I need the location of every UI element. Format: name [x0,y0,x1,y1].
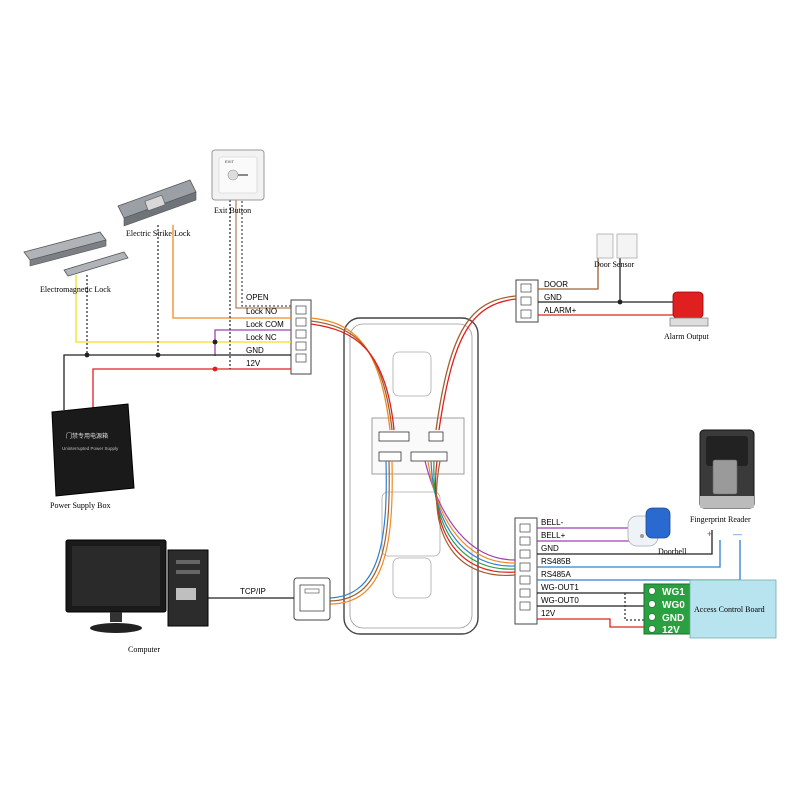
doorbell-label: Doorbell [658,547,687,556]
exit-button-device: EXIT [211,149,265,201]
fingerprint-reader-label: Fingerprint Reader [690,515,751,524]
top-right-terminal-block [515,279,539,323]
rj45-port [293,577,331,621]
computer-label: Computer [128,645,160,654]
wg-gnd-label: GND [662,613,684,624]
terminal-lock-no: Lock NO [246,307,277,316]
electric-strike-lock-label: Electric Strike Lock [126,229,190,238]
fp-minus: — [733,529,742,539]
terminal-gnd-bottom: GND [541,544,559,553]
key-icon [227,169,239,181]
power-supply-face-en: Uninterrupted Power Supply [62,446,119,451]
power-supply-box-device: 门禁专用电源箱 Uninterrupted Power Supply [51,403,135,497]
terminal-gnd-top: GND [544,293,562,302]
alarm-device [669,291,709,327]
exit-button-face-text: EXIT [225,159,234,164]
left-terminal-block [290,299,312,375]
wg-terminal-block: WG1 WG0 GND 12V [643,583,691,636]
terminal-door: DOOR [544,280,568,289]
doorbell-device [627,507,671,547]
door-sensor-device [596,233,638,259]
door-sensor-label: Door Sensor [594,260,635,269]
terminal-wg-out1: WG-OUT1 [541,583,579,592]
bottom-right-terminal-labels: BELL- BELL+ GND RS485B RS485A WG-OUT1 WG… [541,518,579,618]
terminal-bell-minus: BELL- [541,518,564,527]
power-supply-face-cn: 门禁专用电源箱 [66,432,108,440]
terminal-rs485a: RS485A [541,570,571,579]
power-supply-box-label: Power Supply Box [50,501,110,510]
top-right-terminal-labels: DOOR GND ALARM+ [544,280,577,315]
fp-plus: + [707,529,712,539]
access-controller-device [343,317,479,635]
wg1-label: WG1 [662,587,685,598]
fingerprint-reader-device [699,429,755,509]
left-wires [63,200,291,410]
wg-12v-label: 12V [662,625,680,636]
tcpip-label: TCP/IP [240,587,266,596]
harness-top-right [435,295,517,431]
harness-left [310,317,395,431]
terminal-12v-bottom: 12V [541,609,556,618]
terminal-alarm: ALARM+ [544,306,577,315]
terminal-gnd: GND [246,346,264,355]
junction-dot-gnd [617,299,623,305]
terminal-bell-plus: BELL+ [541,531,566,540]
alarm-output-label: Alarm Output [664,332,709,341]
wg0-label: WG0 [662,600,685,611]
harness-network [329,460,393,605]
fingerprint-sensor-icon [712,459,738,495]
junction-dots [84,339,218,372]
harness-bottom-right [424,460,516,576]
terminal-open: OPEN [246,293,269,302]
computer-device [65,539,209,633]
terminal-lock-com: Lock COM [246,320,284,329]
bottom-right-terminal-block [514,517,538,625]
terminal-lock-nc: Lock NC [246,333,277,342]
terminal-12v: 12V [246,359,261,368]
left-terminal-labels: OPEN Lock NO Lock COM Lock NC GND 12V [246,293,284,368]
access-control-board-device [689,579,777,639]
electromagnetic-lock-label: Electromagnetic Lock [40,285,111,294]
electromagnetic-lock-device [23,231,129,277]
exit-button-label: Exit Button [214,206,251,215]
access-control-board-label: Access Control Board [694,605,765,614]
terminal-wg-out0: WG-OUT0 [541,596,579,605]
terminal-rs485b: RS485B [541,557,571,566]
electric-strike-lock-device [117,179,197,227]
